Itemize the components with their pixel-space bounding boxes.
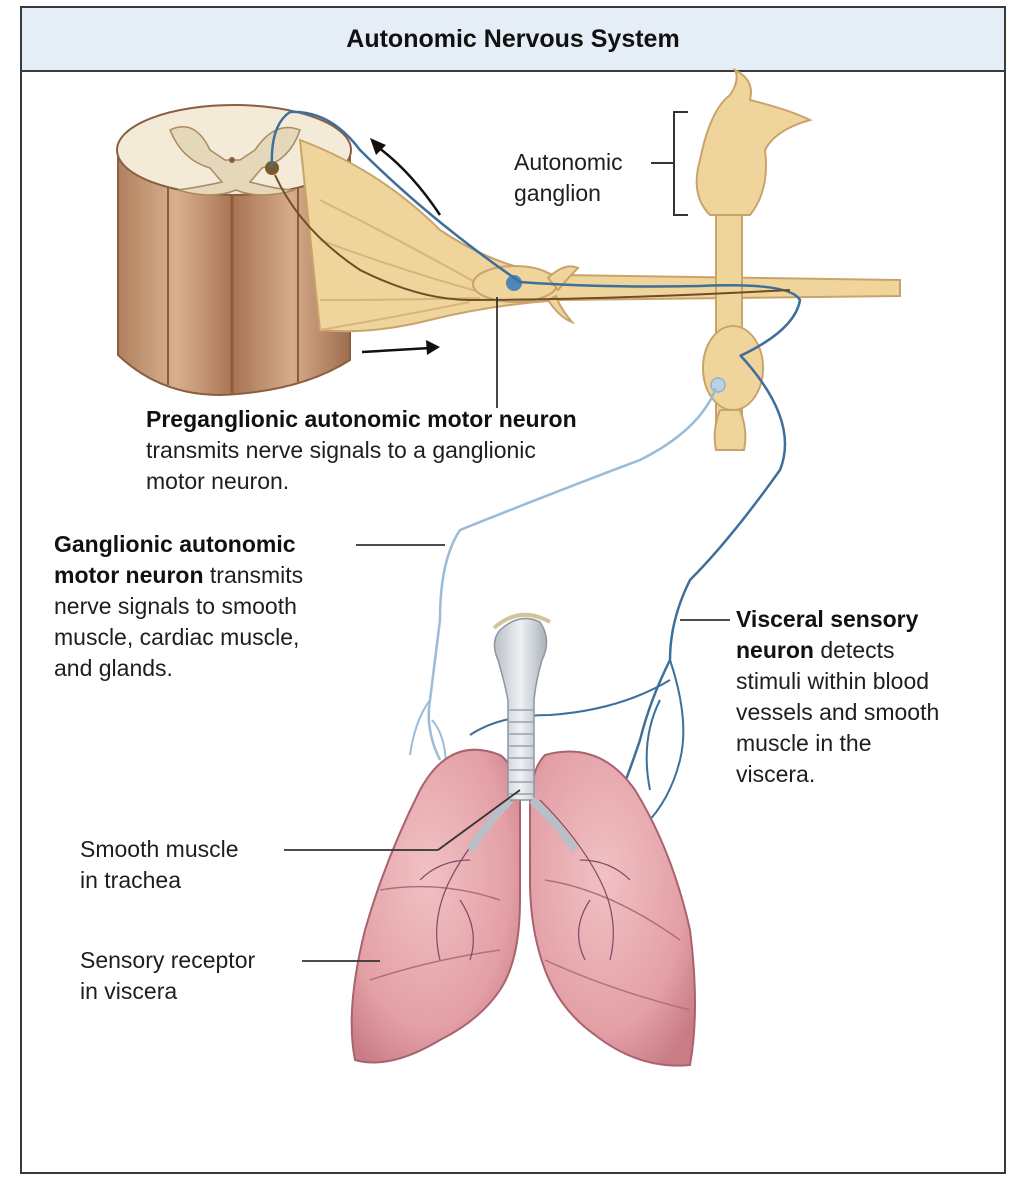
left-lung (350, 748, 521, 1064)
label-line: vessels and smooth (736, 699, 940, 725)
visceral-sensory-neuron (618, 354, 787, 796)
label-line: muscle in the (736, 730, 872, 756)
label-line: Autonomic (514, 149, 623, 175)
label-bold: neuron (736, 637, 814, 663)
trachea (466, 612, 579, 853)
label-line: motor neuron. (146, 468, 290, 494)
label-line: in viscera (80, 978, 178, 1004)
ganglion-bracket (651, 111, 688, 216)
spinal-cord (116, 104, 352, 397)
label-bold: Ganglionic autonomic (54, 531, 296, 557)
label-line: in trachea (80, 867, 182, 893)
label-line: Smooth muscle (80, 836, 239, 862)
arrow-right-icon (426, 340, 440, 355)
label-line: viscera. (736, 761, 816, 787)
preganglionic-axon (274, 174, 791, 302)
figure-title: Autonomic Nervous System (346, 24, 680, 53)
lungs (350, 748, 696, 1067)
title-bar: Autonomic Nervous System (22, 8, 1004, 72)
label-preganglionic: Preganglionic autonomic motor neuron tra… (146, 404, 577, 497)
label-line: nerve signals to smooth (54, 593, 297, 619)
label-ganglionic: Ganglionic autonomic motor neuron transm… (54, 529, 303, 684)
label-line: and glands. (54, 655, 173, 681)
sympathetic-chain (695, 67, 813, 451)
label-smooth-muscle: Smooth muscle in trachea (80, 834, 239, 896)
label-bold: motor neuron (54, 562, 204, 588)
preganglionic-neuron (270, 110, 802, 358)
ganglionic-neuron (427, 387, 718, 761)
label-line: ganglion (514, 180, 601, 206)
label-line: muscle, cardiac muscle, (54, 624, 300, 650)
arrow-up-icon (370, 138, 386, 155)
label-line: detects (813, 637, 895, 663)
arrows (361, 138, 442, 355)
spinal-nerve (298, 138, 901, 333)
label-bold: Visceral sensory (736, 606, 919, 632)
label-line: transmits (203, 562, 304, 588)
label-sensory-receptor: Sensory receptor in viscera (80, 945, 255, 1007)
label-line: transmits nerve signals to a ganglionic (146, 437, 536, 463)
label-line: stimuli within blood (736, 668, 930, 694)
leader-lines (284, 297, 730, 962)
label-autonomic-ganglion: Autonomic ganglion (514, 147, 623, 209)
label-bold: Preganglionic autonomic motor neuron (146, 406, 577, 432)
label-line: Sensory receptor (80, 947, 256, 973)
right-lung (529, 750, 696, 1067)
label-visceral-sensory: Visceral sensory neuron detects stimuli … (736, 604, 939, 790)
